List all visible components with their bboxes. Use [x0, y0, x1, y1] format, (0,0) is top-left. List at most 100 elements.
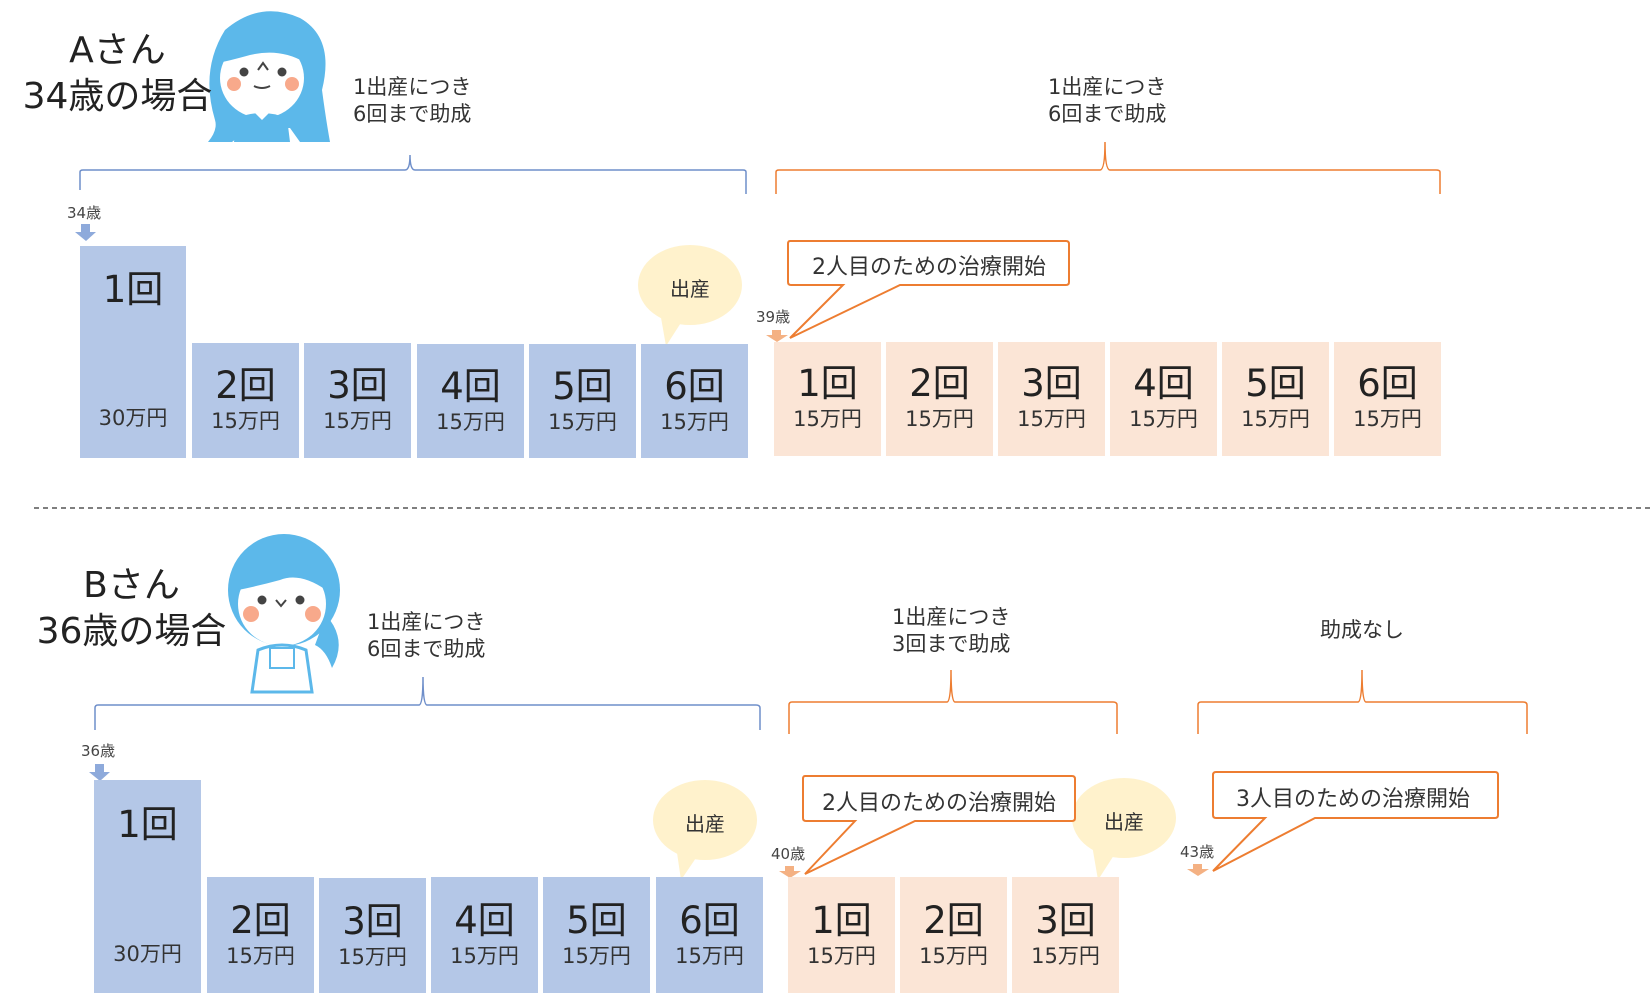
case-b-birth-label-2: 出産 [1104, 810, 1144, 834]
case-a-r1-label-6: 6回 [664, 365, 725, 408]
case-b-bracket-1-line2: 6回まで助成 [367, 637, 486, 661]
avatar-a [208, 11, 330, 142]
case-b-r1-amount-6: 15万円 [675, 944, 744, 968]
case-b-third-arrow-icon [1187, 864, 1209, 876]
case-b-title-line2: 36歳の場合 [36, 611, 227, 652]
case-b-birth-bubble-2 [1072, 778, 1176, 880]
case-b-birth-label-1: 出産 [685, 812, 725, 836]
case-b-bracket-2-line2: 3回まで助成 [892, 632, 1011, 656]
case-b-bracket-2 [788, 669, 1118, 734]
case-b-bracket-1-note: 1出産につき 6回まで助成 [367, 609, 485, 663]
case-a-title-line1: Aさん [69, 30, 166, 71]
case-b-bracket-1-line1: 1出産につき [367, 610, 486, 634]
case-b-callout-shape-2 [1212, 771, 1499, 872]
case-a-r2-label-5: 5回 [1245, 362, 1306, 405]
case-a-second-age: 39歳 [756, 308, 791, 326]
case-a-r1-amount-1: 30万円 [98, 406, 168, 430]
case-b-third-age: 43歳 [1180, 843, 1215, 861]
case-b-r1-block-6: 6回 15万円 [656, 877, 763, 993]
case-b-r2-label-2: 2回 [923, 899, 984, 942]
case-a-r1-block-3: 3回 15万円 [304, 343, 411, 458]
case-a-r2-amount-4: 15万円 [1129, 407, 1198, 431]
case-b-r1-amount-2: 15万円 [226, 944, 295, 968]
case-b-birth-bubble-1 [653, 780, 757, 880]
case-a-callout-text: 2人目のための治療開始 [812, 255, 1046, 280]
case-a-r2-amount-1: 15万円 [793, 407, 862, 431]
avatar-b [228, 534, 340, 694]
case-b-callout-text-2: 3人目のための治療開始 [1236, 787, 1470, 812]
case-a-r1-label-2: 2回 [215, 364, 276, 407]
case-b-r1-label-6: 6回 [679, 899, 740, 942]
case-a-r1-label-4: 4回 [440, 365, 501, 408]
case-a-callout-shape [787, 240, 1070, 339]
case-b-title-line1: Bさん [83, 565, 180, 606]
case-a-r1-label-5: 5回 [552, 365, 613, 408]
case-a-r2-block-4: 4回 15万円 [1110, 342, 1217, 456]
case-b-second-age: 40歳 [771, 845, 806, 863]
case-b-r1-label-1: 1回 [117, 803, 178, 846]
case-b-r2-block-3: 3回 15万円 [1012, 877, 1119, 993]
case-b-r1-amount-4: 15万円 [450, 944, 519, 968]
case-a-bracket-2-line2: 6回まで助成 [1048, 102, 1167, 126]
case-a-r2-label-3: 3回 [1021, 362, 1082, 405]
case-b-r2-block-1: 1回 15万円 [788, 877, 895, 993]
case-a-r1-label-3: 3回 [327, 364, 388, 407]
case-b-bracket-3-note: 助成なし [1320, 617, 1404, 644]
case-b-start-arrow-icon [89, 764, 110, 781]
case-b-start-age: 36歳 [81, 742, 116, 760]
case-b-callout-shape-1 [802, 775, 1076, 875]
case-a-r2-label-1: 1回 [797, 362, 858, 405]
case-a-bracket-1 [79, 154, 747, 194]
case-b-r2-amount-1: 15万円 [807, 944, 876, 968]
case-b-r1-amount-3: 15万円 [338, 945, 407, 969]
case-a-r1-amount-3: 15万円 [323, 409, 392, 433]
case-b-r1-block-4: 4回 15万円 [431, 877, 538, 993]
case-a-r2-label-6: 6回 [1357, 362, 1418, 405]
case-a-r2-block-6: 6回 15万円 [1334, 342, 1441, 456]
case-b-r2-label-1: 1回 [811, 899, 872, 942]
case-a-r1-amount-5: 15万円 [548, 410, 617, 434]
case-a-start-arrow-icon [75, 224, 96, 241]
case-b-r1-block-3: 3回 15万円 [319, 878, 426, 993]
case-b-bracket-1 [94, 676, 761, 730]
case-b-r1-label-3: 3回 [342, 900, 403, 943]
case-a-r2-amount-2: 15万円 [905, 407, 974, 431]
case-b-r1-label-5: 5回 [566, 899, 627, 942]
case-b-bracket-3 [1197, 669, 1528, 734]
case-b-r1-amount-5: 15万円 [562, 944, 631, 968]
case-b-r2-label-3: 3回 [1035, 899, 1096, 942]
case-a-title-line2: 34歳の場合 [22, 76, 213, 117]
case-a-bracket-2-line1: 1出産につき [1048, 75, 1167, 99]
case-a-bracket-2 [775, 141, 1441, 194]
case-a-r2-block-5: 5回 15万円 [1222, 342, 1329, 456]
case-a-r1-block-1: 1回 30万円 [80, 246, 186, 458]
case-b-r1-label-2: 2回 [230, 899, 291, 942]
case-b-second-arrow-icon [779, 866, 801, 878]
case-a-r2-label-2: 2回 [909, 362, 970, 405]
case-a-bracket-1-line1: 1出産につき [353, 75, 472, 99]
case-a-r2-amount-5: 15万円 [1241, 407, 1310, 431]
case-a-start-age: 34歳 [67, 204, 102, 222]
case-a-r1-block-4: 4回 15万円 [417, 344, 524, 458]
case-a-r2-block-1: 1回 15万円 [774, 342, 881, 456]
case-b-r1-block-1: 1回 30万円 [94, 780, 201, 993]
case-b-r1-block-2: 2回 15万円 [207, 877, 314, 993]
case-a-r1-amount-6: 15万円 [660, 410, 729, 434]
case-a-bracket-2-note: 1出産につき 6回まで助成 [1048, 74, 1166, 128]
case-a-r2-label-4: 4回 [1133, 362, 1194, 405]
case-a-second-arrow-icon [766, 330, 788, 342]
case-a-r1-block-5: 5回 15万円 [529, 344, 636, 458]
case-a-bracket-1-note: 1出産につき 6回まで助成 [353, 74, 471, 128]
case-a-r2-block-2: 2回 15万円 [886, 342, 993, 456]
case-b-bracket-2-note: 1出産につき 3回まで助成 [892, 604, 1010, 658]
case-b-bracket-3-label: 助成なし [1320, 618, 1404, 642]
case-a-r2-amount-6: 15万円 [1353, 407, 1422, 431]
case-b-r1-amount-1: 30万円 [113, 942, 182, 966]
case-b-r1-label-4: 4回 [454, 899, 515, 942]
case-a-r1-block-6: 6回 15万円 [641, 344, 748, 458]
case-a-birth-bubble [638, 245, 742, 346]
case-a-r1-amount-2: 15万円 [211, 409, 280, 433]
case-b-r2-amount-3: 15万円 [1031, 944, 1100, 968]
case-a-bracket-1-line2: 6回まで助成 [353, 102, 472, 126]
